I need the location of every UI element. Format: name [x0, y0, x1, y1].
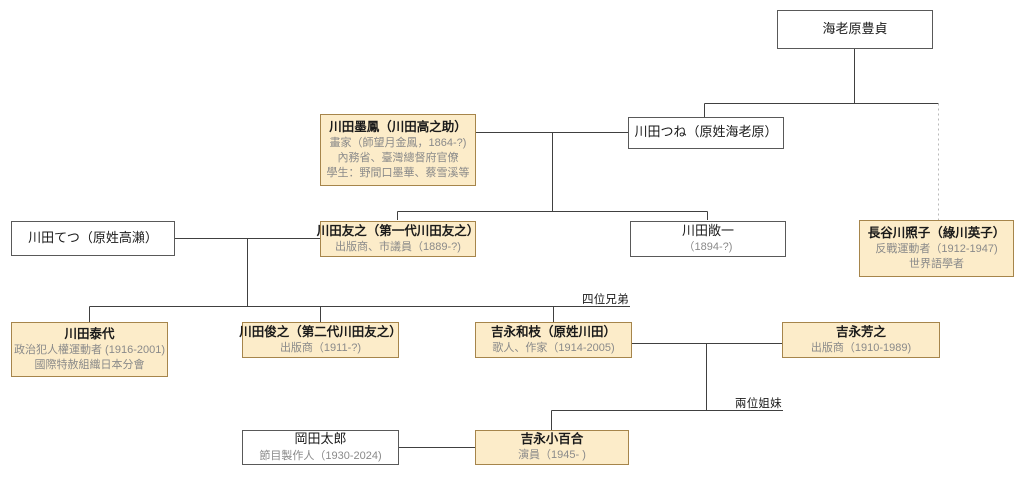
edge-label-two-sisters: 兩位姐妹	[735, 398, 782, 410]
node-name: 吉永和枝（原姓川田）	[490, 324, 616, 339]
node-detail-1: 歌人、作家（1914-2005)	[492, 341, 615, 354]
node-name: 岡田太郎	[294, 431, 347, 447]
node-detail-3: 學生：野間口墨華、蔡雪溪等	[326, 167, 470, 180]
node-detail-1: 出版商、市議員（1889-?)	[335, 240, 461, 253]
node-name: 吉永小百合	[520, 432, 584, 447]
node-name: 川田泰代	[64, 326, 115, 341]
node-okada-taro[interactable]: 岡田太郎 節目製作人（1930-2024)	[242, 430, 399, 465]
node-name: 海老原豊貞	[822, 20, 888, 36]
node-detail-1: 出版商（1910-1989)	[810, 341, 912, 354]
edge-label-four-brothers: 四位兄弟	[582, 294, 629, 306]
node-name: 川田つね（原姓海老原）	[634, 124, 778, 140]
node-detail-1: 節目製作人（1930-2024)	[259, 449, 382, 462]
node-detail-1: 出版商（1911-?)	[279, 341, 362, 354]
node-name: 川田友之（第一代川田友之）	[316, 223, 480, 238]
node-detail-1: 政治犯人權運動者 (1916-2001)	[14, 343, 165, 356]
node-kawada-tetsu[interactable]: 川田てつ（原姓高瀨）	[11, 221, 175, 256]
node-hasegawa-teruko[interactable]: 長谷川照子（綠川英子） 反戰運動者（1912-1947) 世界語學者	[859, 220, 1014, 277]
node-name: 川田敞一	[681, 222, 734, 238]
node-name: 川田墨鳳（川田高之助）	[329, 119, 467, 134]
node-detail-2: 內務省、臺灣總督府官僚	[337, 151, 459, 164]
node-kawada-toshiyuki-2[interactable]: 川田俊之（第二代川田友之） 出版商（1911-?)	[239, 322, 402, 358]
node-detail-2: 國際特赦組織日本分會	[34, 359, 145, 371]
node-name: 川田てつ（原姓高瀨）	[28, 229, 158, 245]
node-name: 川田俊之（第二代川田友之）	[239, 324, 402, 339]
node-detail-2: 世界語學者	[909, 258, 964, 270]
node-ebihara-toyosada[interactable]: 海老原豊貞	[777, 10, 933, 49]
node-yoshinaga-sayuri[interactable]: 吉永小百合 演員（1945- )	[475, 430, 629, 465]
node-yoshinaga-kazue[interactable]: 吉永和枝（原姓川田） 歌人、作家（1914-2005)	[475, 322, 632, 358]
node-kawada-tomoyuki-1[interactable]: 川田友之（第一代川田友之） 出版商、市議員（1889-?)	[317, 221, 479, 257]
node-detail-1: 反戰運動者（1912-1947)	[875, 242, 998, 255]
node-detail-1: 演員（1945- )	[518, 449, 586, 462]
node-kawada-yasuyo[interactable]: 川田泰代 政治犯人權運動者 (1916-2001) 國際特赦組織日本分會	[11, 322, 168, 377]
node-kawada-bokuho[interactable]: 川田墨鳳（川田高之助） 畫家（師望月金鳳，1864-?) 內務省、臺灣總督府官僚…	[320, 114, 476, 186]
node-detail-1: 畫家（師望月金鳳，1864-?)	[329, 136, 467, 149]
node-yoshinaga-yoshiyuki[interactable]: 吉永芳之 出版商（1910-1989)	[782, 322, 940, 358]
node-kawada-keiichi[interactable]: 川田敞一 （1894-?)	[630, 221, 786, 257]
node-detail-1: （1894-?)	[683, 241, 733, 254]
node-name: 長谷川照子（綠川英子）	[867, 225, 1006, 240]
node-name: 吉永芳之	[835, 324, 886, 339]
node-kawada-tsune[interactable]: 川田つね（原姓海老原）	[628, 117, 784, 149]
